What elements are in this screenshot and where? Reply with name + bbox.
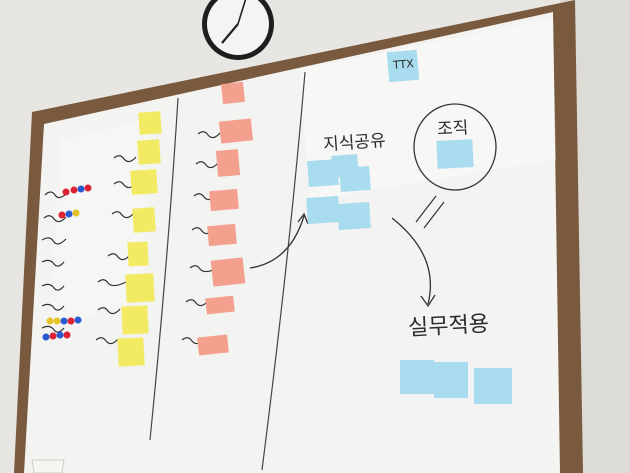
- wall-clock: [202, 0, 274, 60]
- organization-label: 조직: [436, 118, 469, 140]
- paper-cup: [31, 459, 65, 473]
- arrow-to-knowledge: [249, 215, 305, 269]
- knowledge-sharing-notes: [306, 154, 371, 231]
- organization-note: [436, 139, 474, 169]
- marker-line-left: [149, 97, 179, 441]
- organization-circle: [413, 103, 497, 191]
- yellow-notes: [117, 111, 162, 367]
- ttx-label: TTX: [392, 57, 415, 72]
- ttx-note: [386, 49, 420, 83]
- pink-notes: [197, 81, 254, 356]
- arrow-to-practical: [391, 217, 432, 305]
- practical-notes: [400, 360, 512, 404]
- marker-line-right: [261, 71, 306, 471]
- magnets: [42, 184, 92, 341]
- knowledge-sharing-label: 지식공유: [322, 130, 387, 156]
- practical-application-label: 실무적용: [407, 311, 490, 342]
